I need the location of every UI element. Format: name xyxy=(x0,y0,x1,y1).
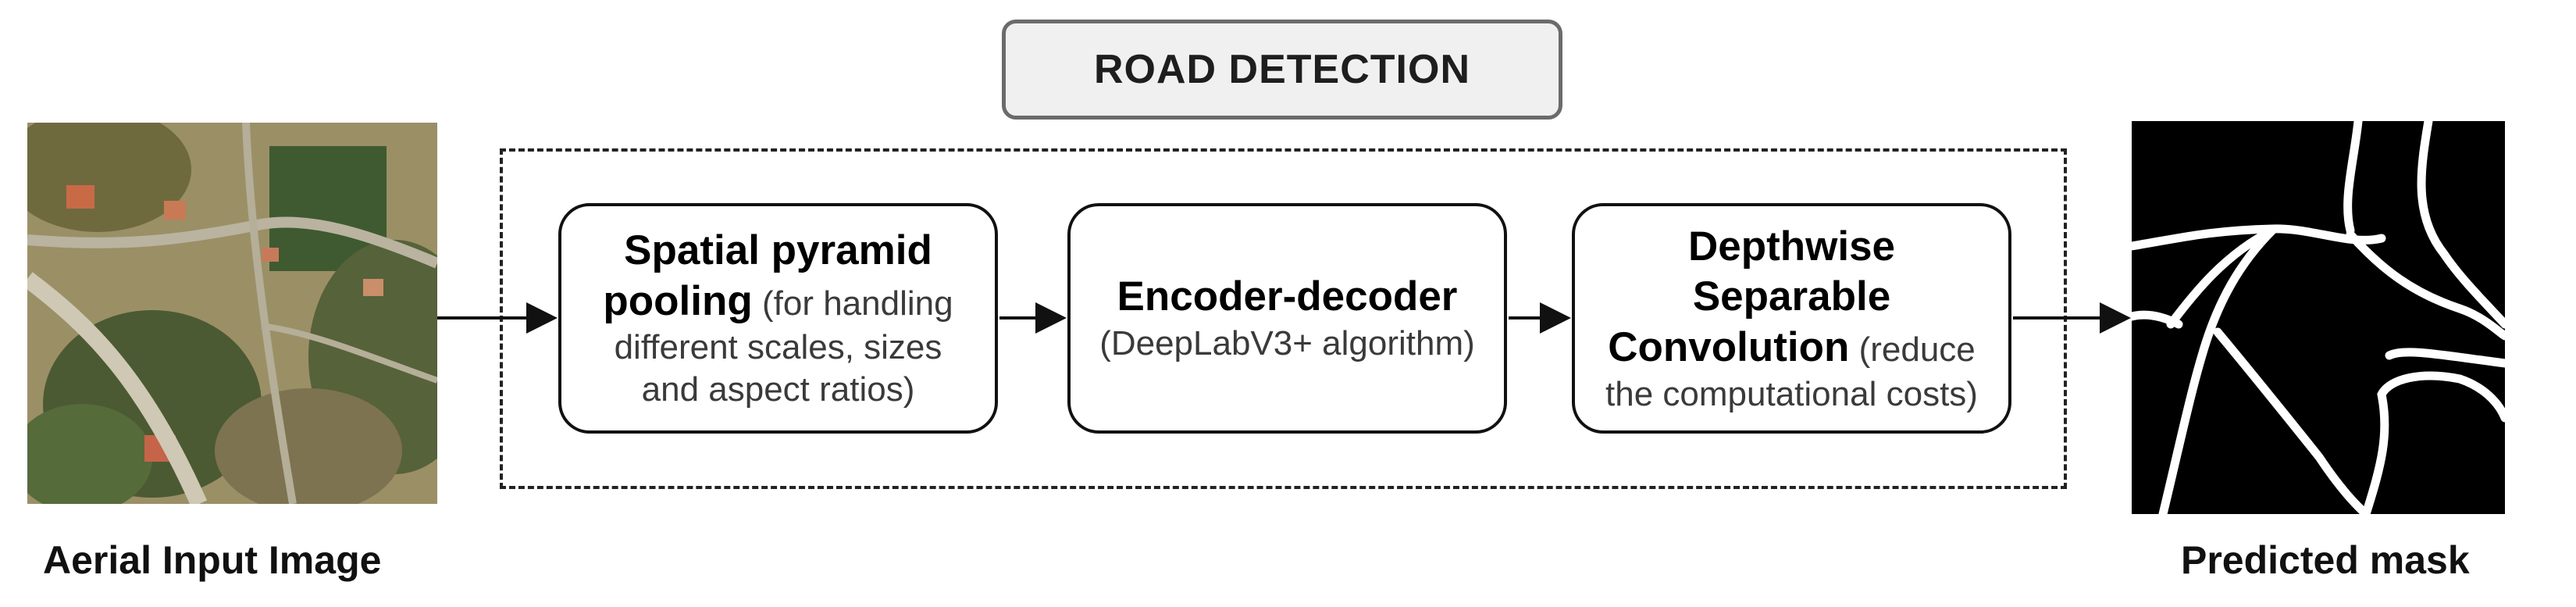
step-title: Encoder-decoder xyxy=(1117,273,1458,320)
diagram-title: ROAD DETECTION xyxy=(1002,20,1562,120)
output-mask-caption: Predicted mask xyxy=(2181,538,2470,582)
input-image-caption: Aerial Input Image xyxy=(43,538,382,582)
aerial-photo-icon xyxy=(27,123,437,504)
step-encoder-decoder: Encoder-decoder (DeepLabV3+ algorithm) xyxy=(1067,203,1507,434)
step-title: Spatial pyramid pooling xyxy=(603,227,932,324)
step-detail: (reduce the computational costs) xyxy=(1605,330,1978,413)
road-mask-icon xyxy=(2132,121,2505,514)
step-depthwise-separable-convolution: Depthwise Separable Convolution (reduce … xyxy=(1572,203,2011,434)
step-detail: (for handling different scales, sizes an… xyxy=(614,284,953,409)
step-title: Depthwise Separable Convolution xyxy=(1608,223,1896,370)
step-detail: (DeepLabV3+ algorithm) xyxy=(1099,323,1475,362)
step-spatial-pyramid-pooling: Spatial pyramid pooling (for handling di… xyxy=(558,203,998,434)
